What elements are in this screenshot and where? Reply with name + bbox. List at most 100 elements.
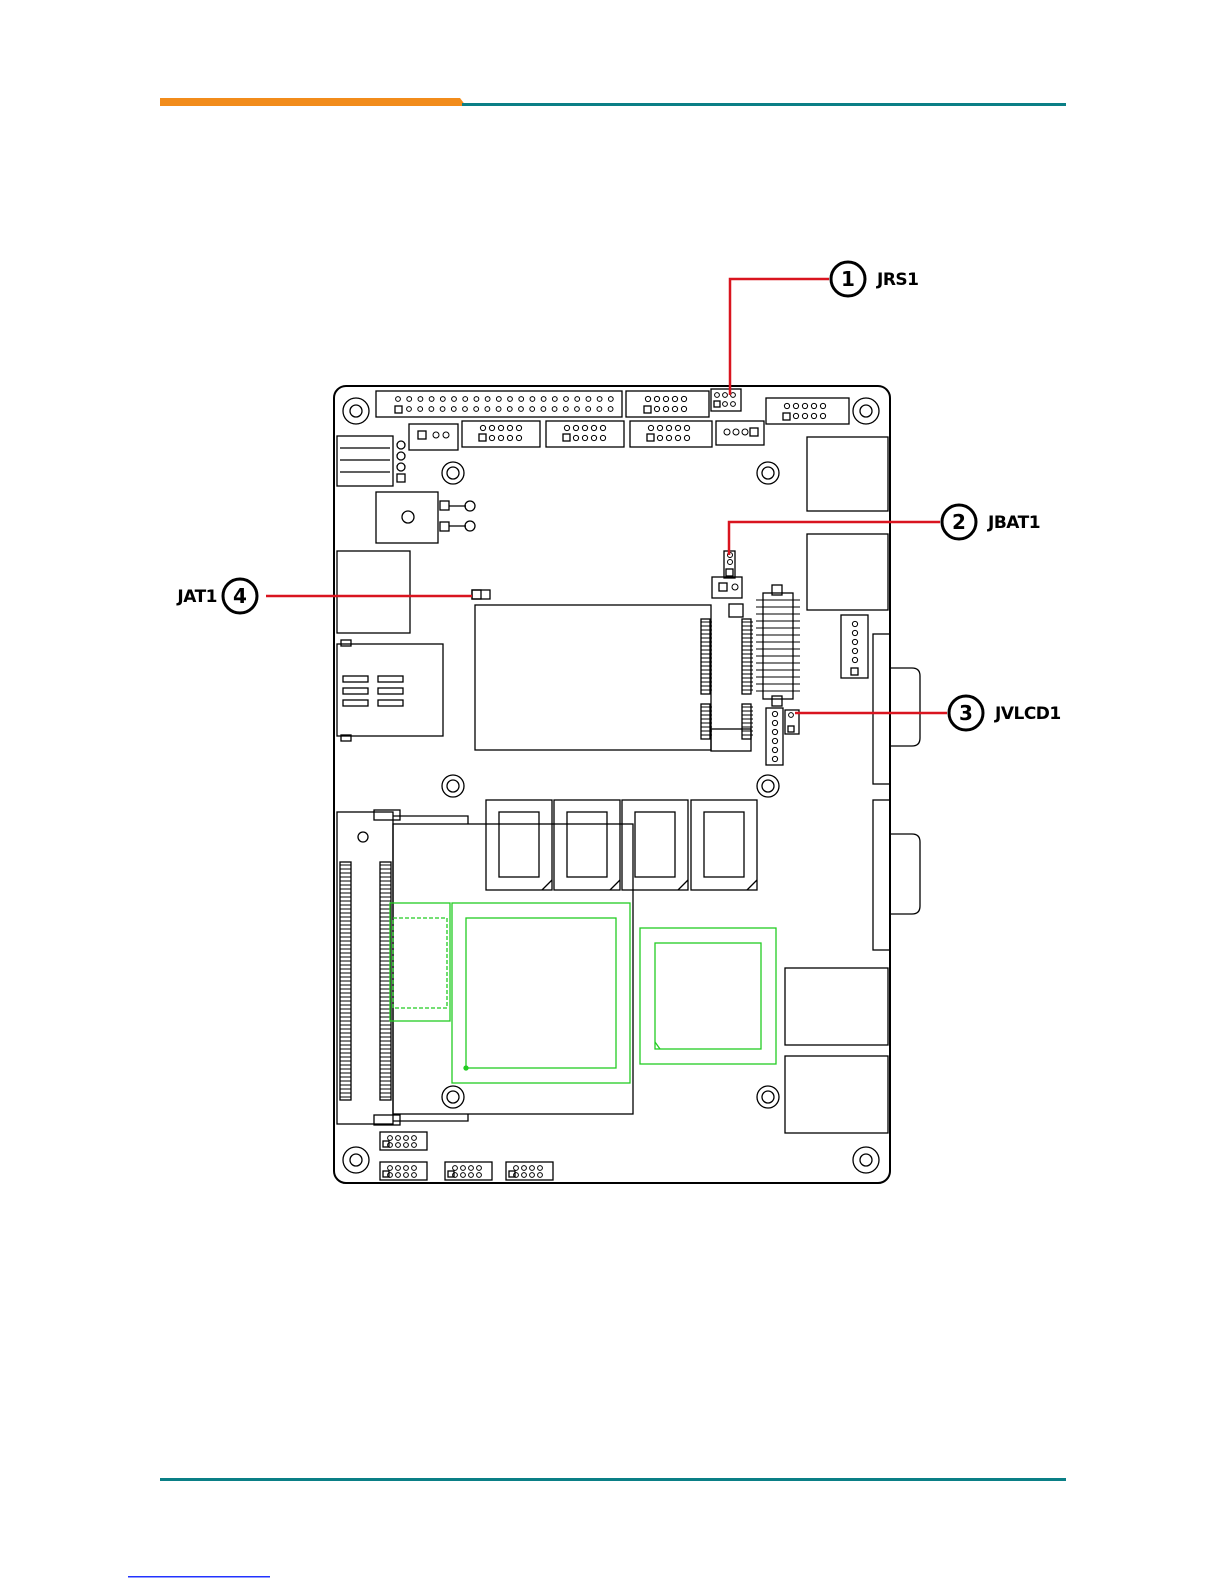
callout-jrs1: 1 JRS1: [831, 262, 919, 296]
pin: [600, 435, 605, 440]
pin: [388, 1143, 393, 1148]
pin: [485, 397, 490, 402]
mounting-hole: [442, 1086, 464, 1108]
pin: [433, 432, 439, 438]
pin: [404, 1143, 409, 1148]
callout-label: JVLCD1: [994, 704, 1061, 724]
pin: [852, 630, 857, 635]
memory-chip: [622, 800, 688, 890]
ladder-connector: [763, 585, 793, 706]
pin: [474, 407, 479, 412]
pin: [672, 396, 677, 401]
pin: [573, 435, 578, 440]
pin: [600, 425, 605, 430]
pin: [485, 407, 490, 412]
pin: [666, 435, 671, 440]
pin: [772, 747, 777, 752]
pin: [715, 393, 720, 398]
pin: [552, 397, 557, 402]
pin: [772, 756, 777, 761]
pin: [530, 397, 535, 402]
callout-jat1: 4 JAT1: [176, 579, 257, 613]
pin: [429, 407, 434, 412]
leader-jbat1: [729, 522, 940, 555]
pin: [388, 1136, 393, 1141]
pin: [530, 407, 535, 412]
mounting-hole: [757, 1086, 779, 1108]
pin: [597, 397, 602, 402]
callout-label: JAT1: [176, 587, 217, 607]
pin: [852, 639, 857, 644]
pin: [608, 407, 613, 412]
pin: [541, 397, 546, 402]
callout-leaders: [266, 279, 947, 713]
pin: [388, 1166, 393, 1171]
callout-number: 3: [959, 701, 973, 725]
chipset-heatsink-outline: [640, 928, 776, 1064]
pin: [396, 1166, 401, 1171]
pin: [461, 1166, 466, 1171]
lvds-connector: [841, 615, 868, 678]
pin: [608, 397, 613, 402]
pin: [731, 402, 736, 407]
pin: [498, 435, 503, 440]
pin: [591, 425, 596, 430]
small-connector: [716, 421, 764, 445]
pin: [654, 396, 659, 401]
pin: [724, 429, 730, 435]
pin: [519, 397, 524, 402]
pin: [496, 407, 501, 412]
pin: [489, 435, 494, 440]
pin: [742, 429, 748, 435]
pin: [463, 397, 468, 402]
sodimm-socket: [337, 810, 633, 1125]
pin: [723, 402, 728, 407]
dc-jack: [376, 492, 475, 543]
pin: [575, 407, 580, 412]
pin: [591, 435, 596, 440]
pin: [852, 621, 857, 626]
pin: [802, 403, 807, 408]
battery-holder: [712, 577, 743, 617]
pin: [793, 403, 798, 408]
com-port: [873, 800, 920, 950]
header-teal-line: [462, 103, 1066, 106]
pin: [811, 403, 816, 408]
usb-port: [807, 534, 888, 610]
pin: [657, 435, 662, 440]
pin: [852, 648, 857, 653]
pin: [684, 425, 689, 430]
bottom-pin-header: [506, 1162, 553, 1180]
callout-number: 4: [233, 584, 247, 608]
cpu-die-outline: [466, 918, 616, 1068]
top-pin-header: [626, 391, 709, 417]
pin: [418, 397, 423, 402]
power-connector: [337, 436, 405, 486]
com-header: [462, 421, 540, 447]
pin: [469, 1173, 474, 1178]
jvlcd1-jumper: [766, 708, 799, 765]
pin: [582, 425, 587, 430]
pin: [404, 1173, 409, 1178]
pin: [496, 397, 501, 402]
sodimm-green-inner: [393, 918, 447, 1008]
pin: [666, 425, 671, 430]
pin: [772, 711, 777, 716]
pin: [772, 729, 777, 734]
pin: [732, 584, 738, 590]
pin-dots: [340, 393, 858, 1178]
bottom-pin-header: [380, 1132, 427, 1150]
pin: [731, 393, 736, 398]
footer-teal-line: [160, 1478, 1066, 1481]
pin: [516, 435, 521, 440]
pin: [684, 435, 689, 440]
pin: [772, 720, 777, 725]
pin: [453, 1173, 458, 1178]
pin: [507, 435, 512, 440]
pin: [452, 397, 457, 402]
pin: [474, 397, 479, 402]
pin: [418, 407, 423, 412]
pin: [820, 413, 825, 418]
pin: [645, 396, 650, 401]
card-slot: [337, 640, 443, 741]
